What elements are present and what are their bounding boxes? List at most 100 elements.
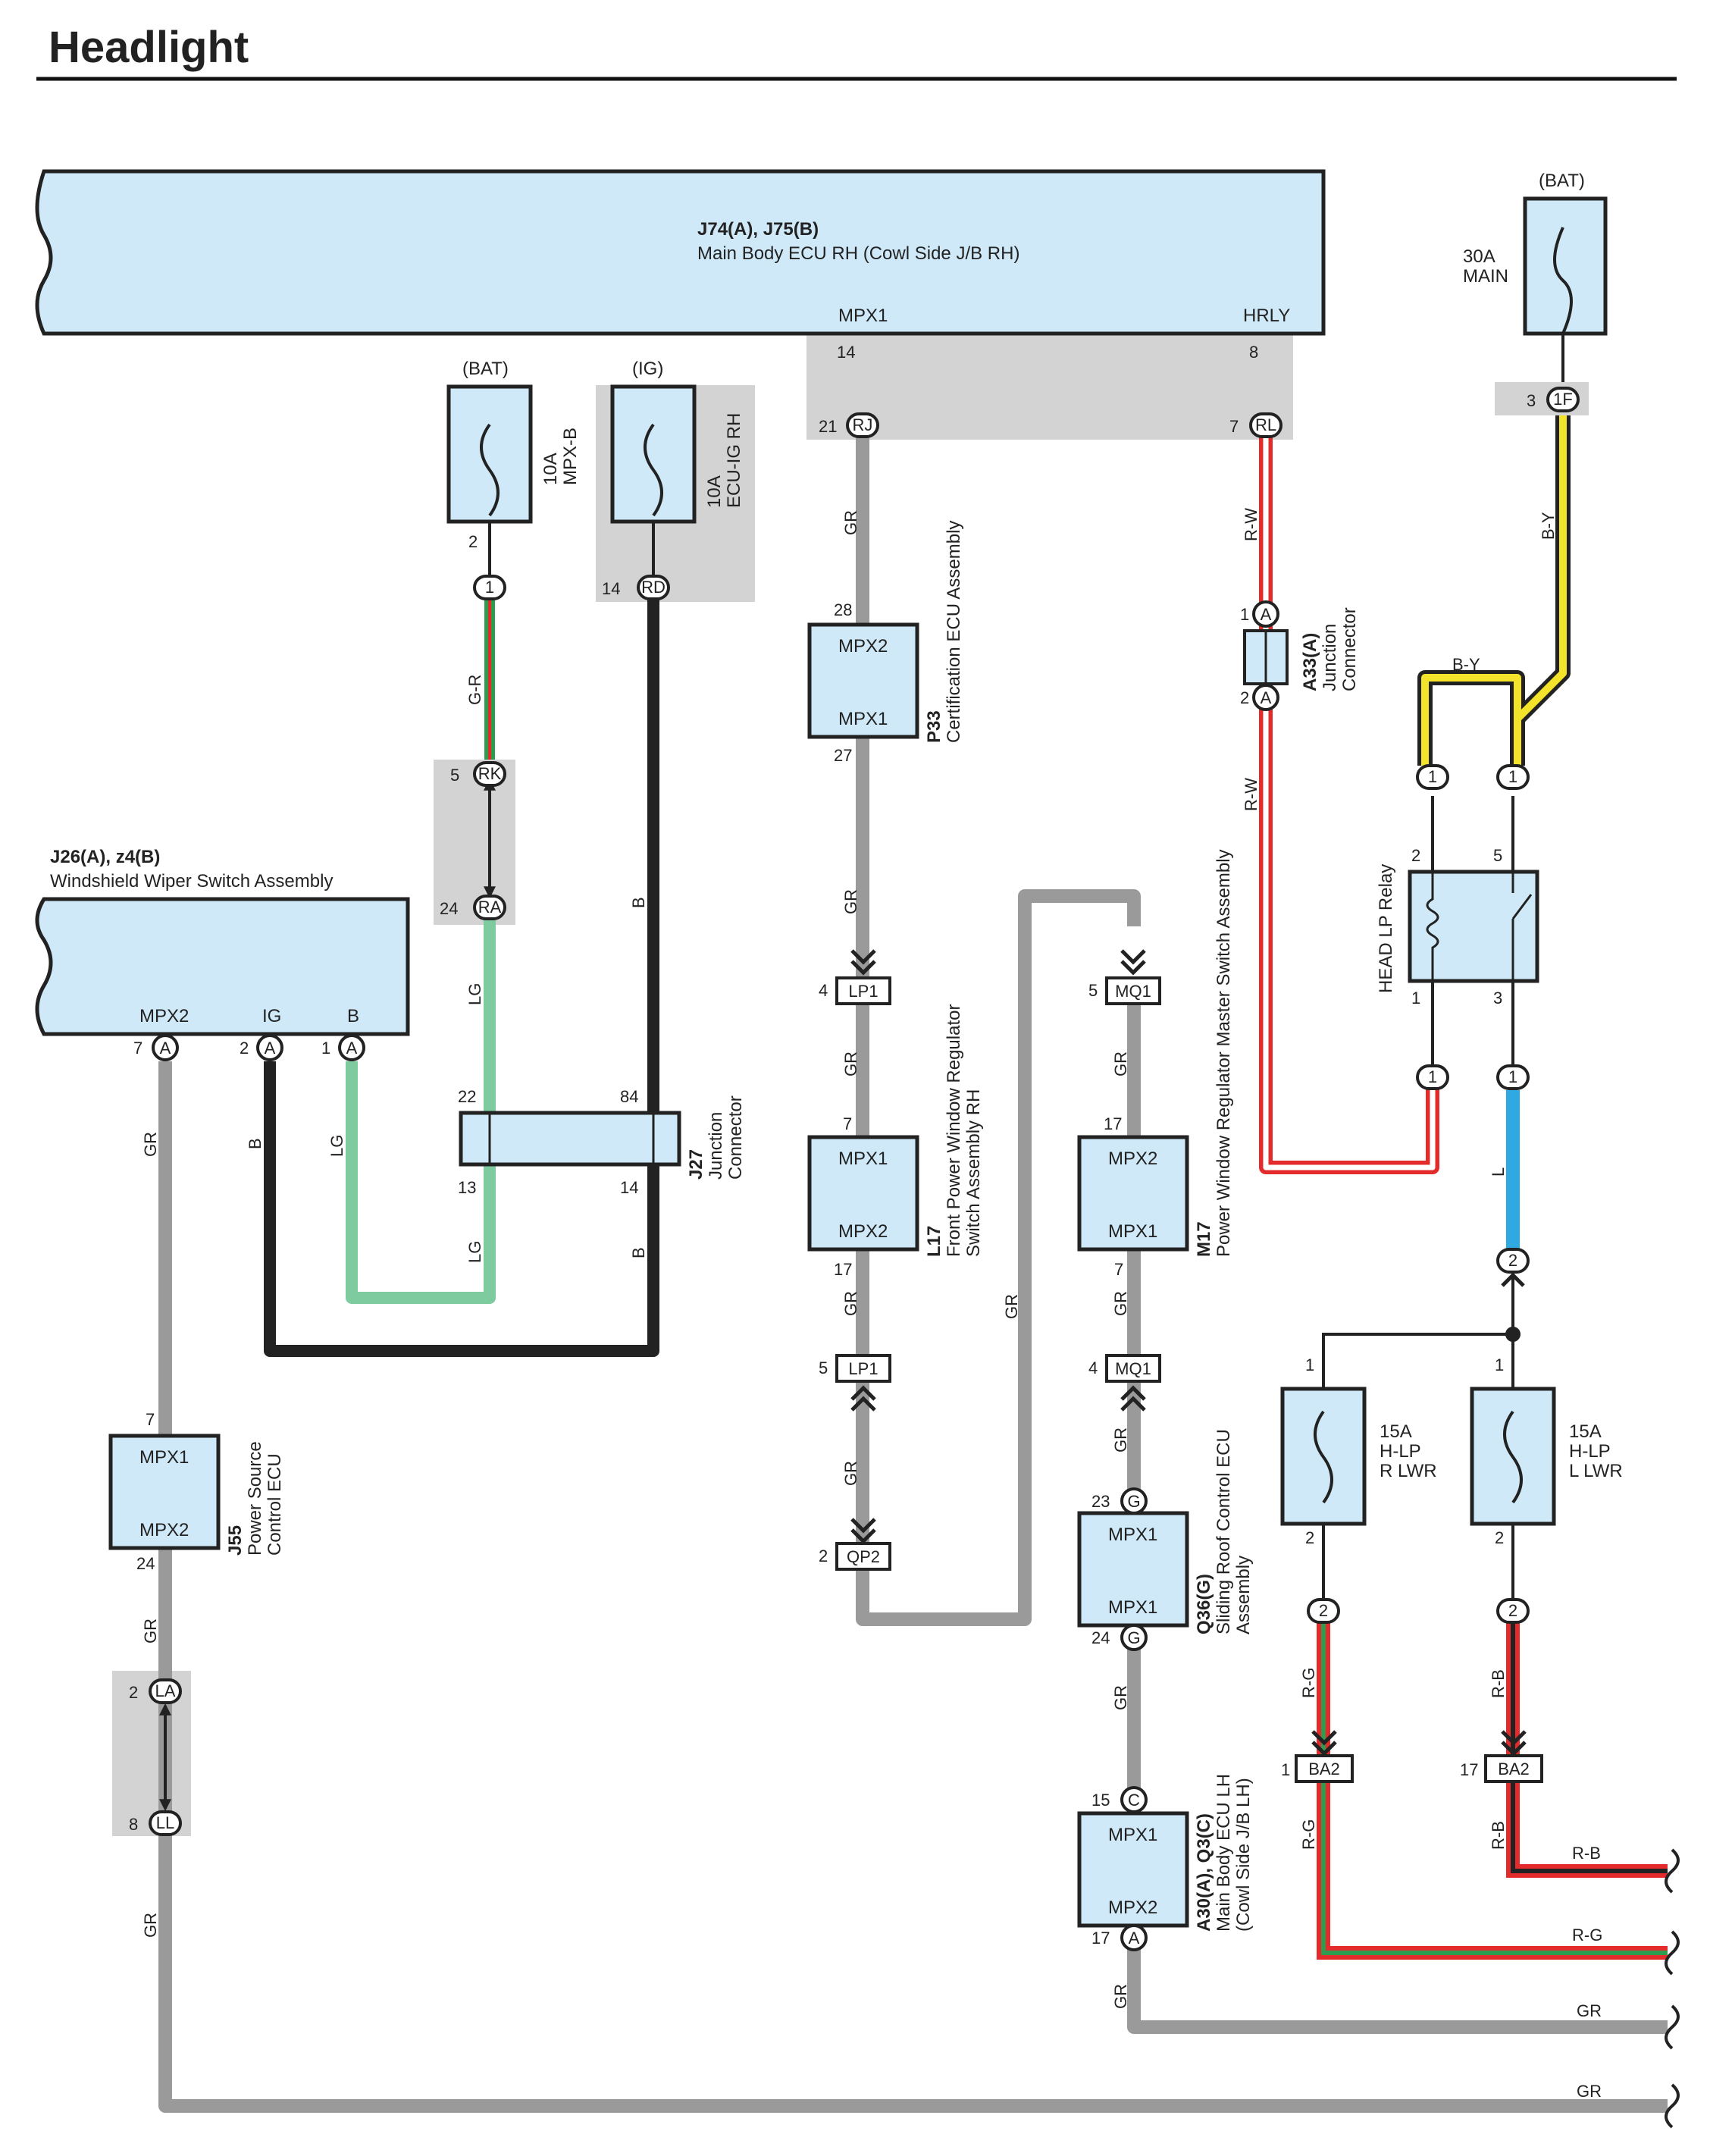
r-w-wire	[1259, 437, 1439, 1174]
label-wire-labels-gr: GR	[841, 510, 860, 535]
q36-name-line2: Assembly	[1233, 1556, 1254, 1634]
label-connectors-la: LA	[155, 1681, 176, 1700]
wiper-pin-mpx2: MPX2	[139, 1006, 189, 1026]
label-connectors-n1: 1	[1508, 767, 1517, 786]
connector-relay-1b: 1	[1496, 764, 1530, 790]
head-lp-relay: HEAD LP Relay	[1376, 864, 1539, 993]
connector-rd: RD	[637, 575, 670, 600]
label-pins-p5: 5	[1088, 981, 1098, 1000]
label-pins-p7: 7	[1229, 417, 1239, 436]
fuse-main: (BAT) 30A MAIN	[1463, 171, 1608, 336]
label-pins-p14: 14	[837, 343, 855, 362]
connector-ra: RA	[473, 895, 506, 920]
m17-pin-top: MPX2	[1108, 1149, 1157, 1169]
q36-id: Q36(G)	[1194, 1574, 1214, 1634]
wiper-name: Windshield Wiper Switch Assembly	[50, 871, 333, 892]
label-connectors-n1: 1	[1428, 1067, 1437, 1086]
label-pins-p2: 2	[1305, 1528, 1314, 1547]
connector-wiper-a-b: A	[338, 1034, 365, 1061]
label-wire-labels-gr-red: G-R	[465, 675, 484, 705]
q36-pin-bottom: MPX1	[1108, 1597, 1157, 1618]
label-connectors-rk: RK	[478, 764, 502, 783]
fuse-r-lwr-name1: H-LP	[1380, 1441, 1421, 1462]
label-connectors-n1: 1	[1428, 767, 1437, 786]
label-pins-p7: 7	[843, 1114, 852, 1133]
j27-name-line1: Junction	[706, 1112, 726, 1180]
connector-l-2: 2	[1496, 1248, 1530, 1274]
a30-pin-top: MPX1	[1108, 1825, 1157, 1845]
l17-id: L17	[924, 1226, 944, 1257]
connector-a30-c: C	[1120, 1786, 1148, 1813]
label-pins-p27: 27	[834, 746, 852, 765]
j55-name-line1: Power Source	[245, 1441, 265, 1556]
fuse-r-lwr-rating: 15A	[1380, 1421, 1412, 1442]
label-connectors-f1: 1F	[1553, 390, 1573, 409]
main-body-ecu-lh: MPX1 MPX2 A30(A), Q3(C) Main Body ECU LH…	[1077, 1774, 1254, 1932]
label-connectors-a: A	[1261, 605, 1272, 624]
j55-id: J55	[225, 1525, 246, 1556]
connector-ba2-r: BA2	[1295, 1754, 1354, 1783]
label-pins-p2: 2	[468, 532, 478, 551]
gr-wire-master-to-ecu-lh	[1127, 986, 1668, 2034]
label-pins-p1: 1	[1281, 1760, 1290, 1779]
label-pins-p21: 21	[819, 417, 837, 436]
fuse-ecuig-name: ECU-IG RH	[724, 413, 744, 508]
a30-name-line1: Main Body ECU LH	[1214, 1774, 1234, 1932]
chevron-arrows	[850, 949, 1527, 1756]
pin-mpx1-label: MPX1	[838, 306, 888, 326]
connector-shading	[112, 334, 1589, 1836]
fuse-r-lwr-name2: R LWR	[1380, 1461, 1437, 1481]
connector-relay-1a: 1	[1416, 764, 1449, 790]
a33-name-line2: Connector	[1339, 607, 1360, 691]
label-pins-p5: 5	[450, 766, 459, 785]
fuse-l-lwr-rating: 15A	[1569, 1421, 1602, 1442]
label-pins-p1: 1	[1240, 605, 1249, 624]
label-wire-labels-rw: R-W	[1242, 508, 1261, 541]
label-connectors-rl: RL	[1255, 415, 1276, 434]
label-pins-p3: 3	[1527, 391, 1536, 410]
a30-id: A30(A), Q3(C)	[1194, 1813, 1214, 1932]
label-connectors-n2: 2	[1319, 1601, 1328, 1620]
gr-wires	[158, 437, 1668, 2113]
label-connectors-n1: 1	[485, 578, 494, 597]
connector-q36-g-top: G	[1120, 1487, 1148, 1515]
label-connectors-a: A	[346, 1039, 358, 1058]
label-pins-p7: 7	[1114, 1260, 1123, 1279]
label-connectors-a: A	[265, 1039, 276, 1058]
pin-hrly-label: HRLY	[1243, 306, 1290, 326]
certification-ecu: MPX2 MPX1 P33 Certification ECU Assembly	[807, 521, 964, 743]
wiper-pin-b: B	[347, 1006, 359, 1026]
fuse-ecu-ig-rh: (IG) 10A ECU-IG RH	[610, 359, 744, 524]
l17-pin-bottom: MPX2	[838, 1221, 888, 1242]
label-pins-p1: 1	[1305, 1355, 1314, 1374]
fuse-ecuig-source: (IG)	[632, 359, 663, 379]
wiper-id: J26(A), z4(B)	[50, 847, 160, 867]
label-connectors-qp2: QP2	[847, 1547, 880, 1566]
label-wire-labels-gr: GR	[1111, 1427, 1130, 1452]
label-pins-p2: 2	[1411, 846, 1420, 865]
label-wire-labels-gr: GR	[1577, 2082, 1602, 2101]
label-connectors-g: G	[1127, 1492, 1140, 1511]
label-pins-p17: 17	[1104, 1114, 1122, 1133]
cert-ecu-pin-bottom: MPX1	[838, 709, 888, 729]
label-wire-labels-rb: R-B	[1489, 1821, 1508, 1850]
wire-color-labels: GR GR GR GR GR GR GR GR GR GR GR GR GR G…	[141, 508, 1602, 2101]
label-pins-p23: 23	[1091, 1492, 1110, 1511]
label-connectors-rj: RJ	[853, 415, 873, 434]
label-pins-p28: 28	[834, 600, 852, 619]
r-b-wire	[1506, 1622, 1668, 1878]
label-pins-p4: 4	[819, 981, 828, 1000]
connector-wiper-a-mpx2: A	[152, 1034, 179, 1061]
connector-a30-a: A	[1120, 1924, 1148, 1951]
label-wire-labels-rg: R-G	[1299, 1668, 1318, 1698]
label-pins-p15: 15	[1091, 1791, 1110, 1810]
cert-ecu-id: P33	[924, 710, 944, 743]
label-pins-p8: 8	[129, 1815, 138, 1834]
a33-name-line1: Junction	[1320, 624, 1340, 691]
connector-a33-a-top: A	[1252, 600, 1279, 628]
label-pins-p5: 5	[819, 1358, 828, 1377]
connector-wiper-a-ig: A	[256, 1034, 283, 1061]
connector-qp2: QP2	[835, 1542, 891, 1571]
j55-pin-bottom: MPX2	[139, 1520, 189, 1540]
label-wire-labels-by: B-Y	[1539, 512, 1558, 540]
